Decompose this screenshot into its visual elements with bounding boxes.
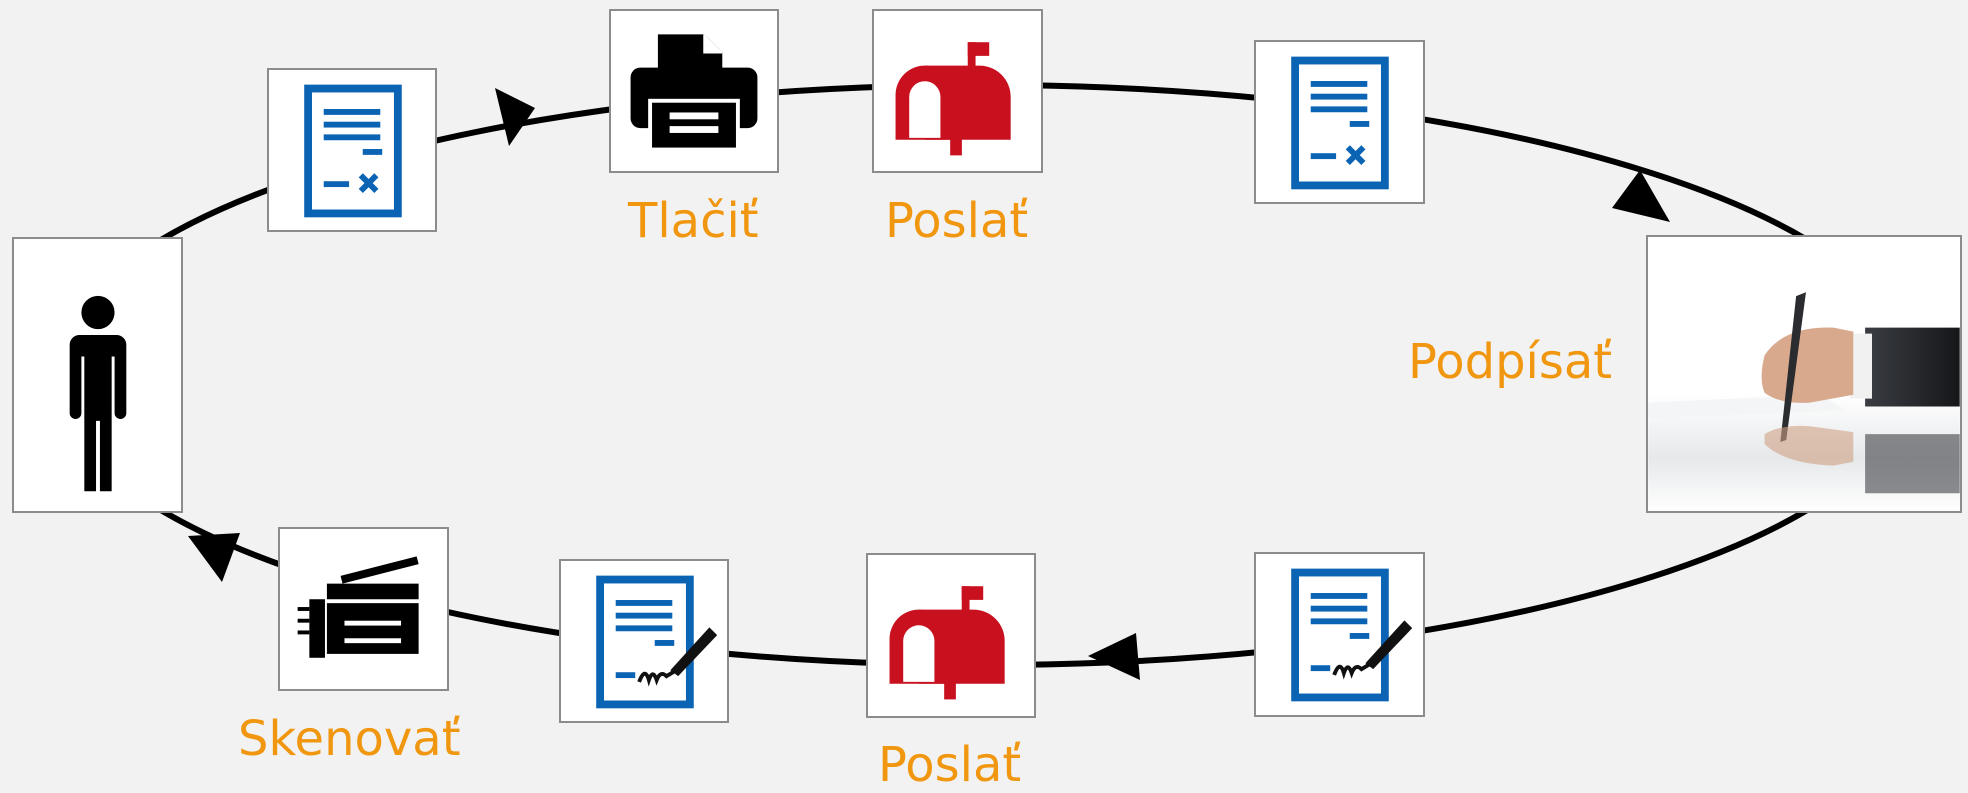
signed-document-card-2 [559, 559, 729, 723]
signed-document-card-1 [1254, 552, 1425, 717]
send-bottom-label: Poslať [878, 737, 1022, 793]
document-icon [304, 84, 402, 218]
arrow-top-right [1612, 170, 1670, 222]
document-icon [1291, 56, 1389, 190]
arrow-bottom-center [1088, 633, 1140, 680]
scan-label: Skenovať [238, 711, 461, 767]
signed-document-icon [596, 575, 718, 709]
mailbox-top-card [872, 9, 1043, 173]
signed-document-icon [1291, 568, 1413, 702]
arrow-top-left [495, 88, 535, 146]
mailbox-bottom-card [866, 553, 1036, 718]
person-card [12, 237, 183, 513]
printer-card [609, 9, 779, 173]
person-icon [69, 295, 127, 492]
blank-document-card-1 [267, 68, 437, 232]
blank-document-card-2 [1254, 40, 1425, 204]
printer-icon [630, 34, 758, 152]
signing-hand-photo [1648, 237, 1960, 511]
sign-label: Podpísať [1408, 334, 1613, 390]
scanner-card [278, 527, 449, 691]
scanner-icon [297, 556, 419, 658]
send-top-label: Poslať [885, 193, 1029, 249]
mailbox-icon [895, 42, 1011, 156]
mailbox-icon [889, 586, 1005, 700]
print-label: Tlačiť [628, 193, 759, 249]
signing-photo-card [1646, 235, 1962, 513]
arrow-bottom-left [188, 533, 240, 582]
